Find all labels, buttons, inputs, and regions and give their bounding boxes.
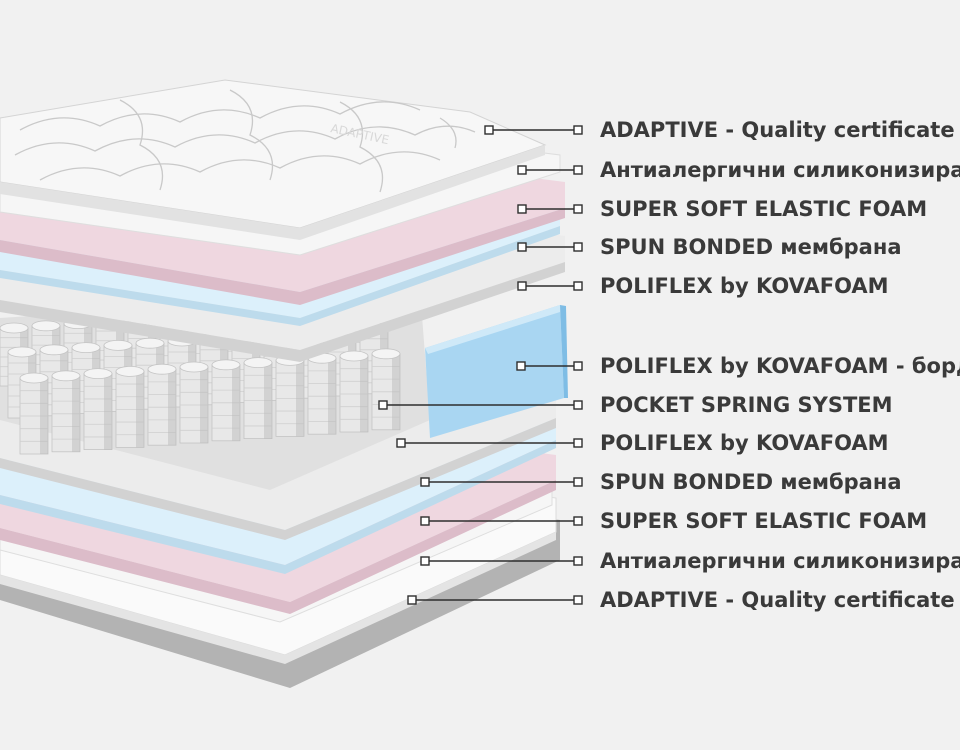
layer-label: ADAPTIVE - Quality certificate textile <box>600 118 960 142</box>
layer-label: POCKET SPRING SYSTEM <box>600 393 893 417</box>
leader-end-marker <box>573 165 583 175</box>
pocket-spring <box>19 372 49 455</box>
leader-end-marker <box>573 477 583 487</box>
layer-label: POLIFLEX by KOVAFOAM - борд <box>600 354 960 378</box>
layer-label: ADAPTIVE - Quality certificate textile <box>600 588 960 612</box>
leader-end-marker <box>573 438 583 448</box>
pocket-spring <box>51 370 81 453</box>
leader-end-marker <box>573 204 583 214</box>
pocket-spring <box>339 350 369 433</box>
leader-start-marker <box>420 516 430 526</box>
layer-label: POLIFLEX by KOVAFOAM <box>600 274 889 298</box>
leader-start-marker <box>378 400 388 410</box>
leader-start-marker <box>517 204 527 214</box>
pocket-spring <box>83 368 113 451</box>
pocket-spring <box>179 361 209 444</box>
leader-end-marker <box>573 361 583 371</box>
leader-start-marker <box>517 165 527 175</box>
leader-lines <box>378 125 583 605</box>
layer-label: Антиалергични силиконизирани влакна <box>600 549 960 573</box>
leader-start-marker <box>484 125 494 135</box>
pocket-spring <box>147 363 177 446</box>
leader-start-marker <box>516 361 526 371</box>
layer-label: SPUN BONDED мембрана <box>600 235 902 259</box>
leader-end-marker <box>573 281 583 291</box>
leader-end-marker <box>573 242 583 252</box>
leader-end-marker <box>573 400 583 410</box>
leader-start-marker <box>517 242 527 252</box>
layer-label: SUPER SOFT ELASTIC FOAM <box>600 197 927 221</box>
quilting-pattern <box>14 89 476 193</box>
leader-start-marker <box>517 281 527 291</box>
mattress-illustration: ADAPTIVE <box>0 79 568 688</box>
leader-start-marker <box>396 438 406 448</box>
pocket-spring <box>371 348 401 431</box>
leader-end-marker <box>573 125 583 135</box>
pocket-spring <box>307 352 337 435</box>
layer-label: SUPER SOFT ELASTIC FOAM <box>600 509 927 533</box>
pocket-spring <box>275 354 305 437</box>
leader-end-marker <box>573 595 583 605</box>
leader-start-marker <box>407 595 417 605</box>
leader-start-marker <box>420 556 430 566</box>
layer-label: Антиалергични силиконизирани влакна <box>600 158 960 182</box>
layer-label: POLIFLEX by KOVAFOAM <box>600 431 889 455</box>
leader-start-marker <box>420 477 430 487</box>
pocket-spring <box>243 357 273 440</box>
layer-labels: ADAPTIVE - Quality certificate textileАн… <box>600 118 960 612</box>
pocket-spring <box>211 359 241 442</box>
leader-end-marker <box>573 516 583 526</box>
leader-end-marker <box>573 556 583 566</box>
pocket-spring <box>115 365 145 448</box>
layer-label: SPUN BONDED мембрана <box>600 470 902 494</box>
